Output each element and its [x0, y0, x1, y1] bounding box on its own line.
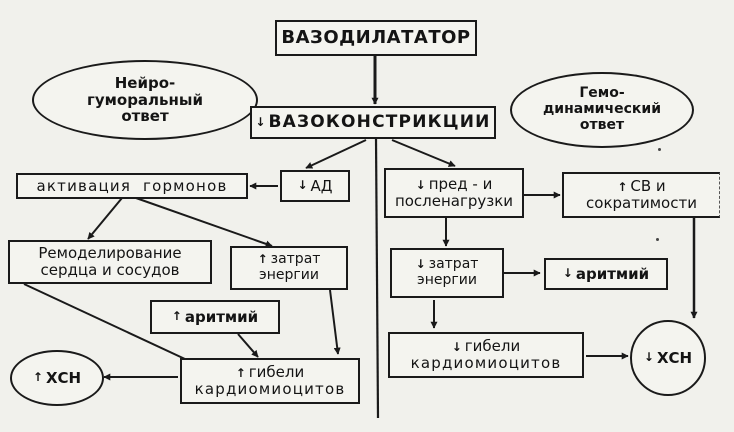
arrow-to-preload	[391, 139, 456, 167]
arrhythmia-increase-label: аритмий	[184, 307, 259, 326]
arrhythmia-increase-box: ↑ аритмий	[150, 300, 280, 334]
decrease-arrow-icon: ↓	[255, 114, 266, 129]
cardiac-output-line-1: ↑СВ и	[617, 178, 665, 195]
cardiac-output-line-2: сократимости	[586, 194, 697, 212]
energy-decrease-text-1: затрат	[428, 256, 479, 273]
arrow-to-blood-pressure	[305, 139, 367, 169]
arrow-remodeling-to-cardiomyocyte	[23, 283, 201, 367]
energy-increase-line-2: энергии	[259, 267, 319, 283]
hormone-activation-label: активация гормонов	[36, 176, 228, 195]
vasodilator-label: ВАЗОДИЛАТАТОР	[281, 26, 471, 48]
neurohumoral-line-3: ответ	[121, 107, 169, 126]
arrow-arrhythmia-to-cardiomyocyte	[237, 333, 259, 358]
neurohumoral-oval: Нейро- гумораль­ный ответ	[32, 60, 258, 140]
cardiac-output-box: ↑СВ и сократимости	[562, 172, 720, 218]
hemodynamic-line-1: Гемо-	[579, 85, 625, 102]
arrhythmia-decrease-box: ↓ аритмий	[544, 258, 668, 290]
hemodynamic-line-3: ответ	[579, 116, 625, 133]
increase-arrow-icon: ↑	[617, 180, 628, 195]
hemodynamic-line-2: динамический	[542, 101, 661, 118]
cardiomyocyte-decrease-line-2: кардиомиоцитов	[410, 354, 562, 372]
increase-arrow-icon: ↑	[235, 366, 246, 381]
hormone-activation-box: активация гормонов	[16, 173, 248, 199]
arrow-hormones-to-energy	[135, 197, 273, 248]
hf-decrease-circle: ↓ ХСН	[630, 320, 706, 396]
decrease-arrow-icon: ↓	[415, 257, 426, 272]
vasodilator-box: ВАЗОДИЛАТАТОР	[275, 20, 477, 56]
center-divider	[374, 137, 380, 419]
blood-pressure-box: ↓ АД	[280, 170, 350, 202]
cardiomyocyte-increase-box: ↑гибели кардиомиоцитов	[180, 358, 360, 404]
remodeling-box: Ремоделирование сердца и сосудов	[8, 240, 212, 284]
remodeling-line-2: сердца и сосудов	[40, 261, 180, 279]
vasoconstriction-label: ВАЗОКОНСТРИКЦИИ	[268, 111, 491, 132]
energy-decrease-line-1: ↓затрат	[415, 256, 479, 273]
vasoconstriction-box: ↓ ВАЗОКОНСТРИКЦИИ	[250, 106, 496, 139]
neurohumoral-line-2: гумораль­ный	[87, 90, 203, 109]
increase-arrow-icon: ↑	[171, 309, 182, 324]
increase-arrow-icon: ↑	[32, 370, 43, 385]
decrease-arrow-icon: ↓	[451, 340, 462, 355]
preload-box: ↓пред - и посленагрузки	[384, 168, 524, 218]
cardiomyocyte-increase-line-1: ↑гибели	[236, 364, 305, 381]
hf-decrease-label: ХСН	[656, 348, 693, 367]
energy-increase-text-1: затрат	[270, 251, 321, 268]
remodeling-line-1: Ремоделирование	[38, 244, 182, 263]
hf-increase-label: ХСН	[45, 368, 82, 387]
cardiomyocyte-decrease-line-1: ↓гибели	[452, 338, 521, 355]
arrow-energy-to-cardiomyocyte	[329, 289, 341, 355]
cardiomyocyte-decrease-text-1: гибели	[464, 337, 521, 356]
cardiomyocyte-increase-text-1: гибели	[248, 363, 305, 382]
decrease-arrow-icon: ↓	[643, 350, 654, 365]
arrhythmia-decrease-label: аритмий	[575, 264, 650, 283]
energy-increase-line-1: ↑затрат	[257, 251, 321, 268]
blood-pressure-label: АД	[310, 176, 333, 195]
neurohumoral-line-1: Нейро-	[114, 73, 176, 92]
decrease-arrow-icon: ↓	[562, 266, 573, 281]
hemodynamic-oval: Гемо- динамический ответ	[510, 72, 694, 148]
arrow-hormones-to-remodeling	[87, 197, 123, 240]
decrease-arrow-icon: ↓	[297, 178, 308, 193]
energy-decrease-box: ↓затрат энергии	[390, 248, 504, 298]
hf-increase-circle: ↑ ХСН	[10, 350, 104, 406]
decrease-arrow-icon: ↓	[415, 178, 426, 193]
cardiomyocyte-increase-line-2: кардиомиоцитов	[194, 380, 346, 398]
energy-decrease-line-2: энергии	[417, 272, 477, 288]
cardiac-output-text-1: СВ и	[630, 177, 666, 196]
increase-arrow-icon: ↑	[257, 252, 268, 267]
preload-line-1: ↓пред - и	[416, 176, 493, 193]
energy-increase-box: ↑затрат энергии	[230, 246, 348, 290]
preload-line-2: посленагрузки	[394, 192, 514, 210]
preload-text-1: пред - и	[428, 175, 493, 194]
scan-speck	[658, 148, 661, 151]
cardiomyocyte-decrease-box: ↓гибели кардиомиоцитов	[388, 332, 584, 378]
scan-speck	[656, 238, 659, 241]
